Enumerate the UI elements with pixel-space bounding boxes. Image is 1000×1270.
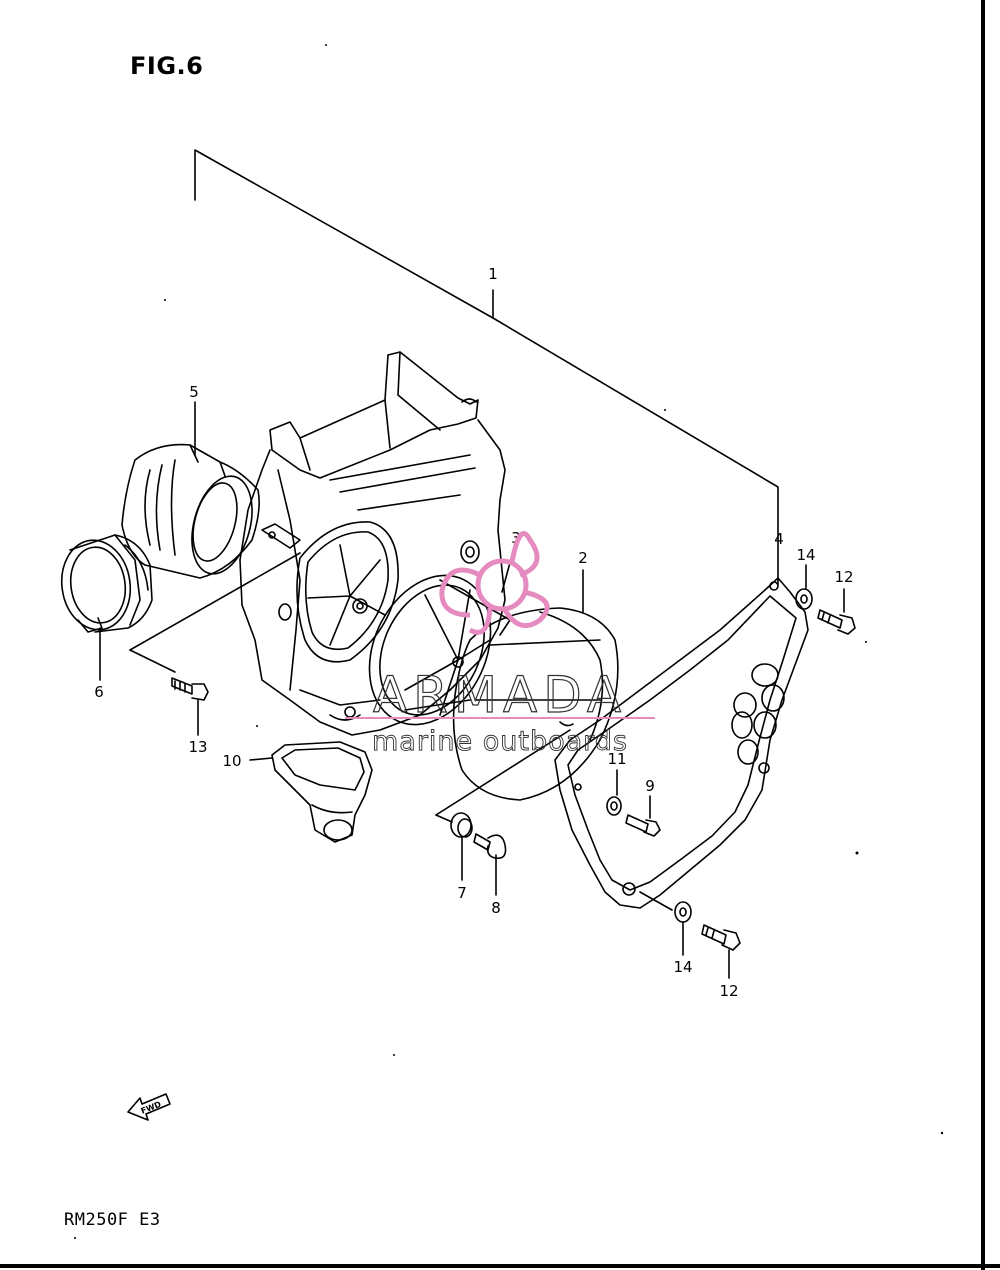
- page-border-right: [981, 0, 985, 1270]
- page-border-bottom: [0, 1264, 1000, 1268]
- intake-boot-5: [121, 443, 260, 579]
- callout-14-upper: 14: [796, 546, 815, 564]
- assembly-bracket-1: [194, 149, 779, 586]
- callout-4: 4: [774, 530, 784, 548]
- bolt-13: [171, 677, 209, 701]
- watermark-tagline: marine outboards: [372, 726, 628, 757]
- side-cover-4: [554, 577, 809, 909]
- drain-cap-10: [271, 741, 373, 843]
- watermark-brand: ARMADA: [373, 666, 627, 724]
- callout-10: 10: [222, 752, 241, 770]
- callout-7: 7: [457, 884, 467, 902]
- callout-1: 1: [488, 265, 498, 283]
- callout-5: 5: [189, 383, 199, 401]
- hose-clamp-6: [60, 534, 153, 633]
- leader-lines: [99, 401, 845, 979]
- scan-specks: [74, 44, 944, 1239]
- callout-3: 3: [511, 529, 521, 547]
- callout-13: 13: [188, 738, 207, 756]
- callout-12-upper: 12: [834, 568, 853, 586]
- callout-9: 9: [645, 777, 655, 795]
- nut-7: [450, 812, 473, 838]
- washer-14-upper: [795, 588, 813, 610]
- bolt-12-lower: [701, 924, 741, 951]
- callout-11: 11: [607, 750, 626, 768]
- octopus-logo-icon: [439, 531, 550, 635]
- washer-14-lower: [674, 901, 692, 923]
- callout-6: 6: [94, 683, 104, 701]
- fwd-arrow-icon: [127, 1093, 171, 1121]
- armada-watermark: ARMADA marine outboards: [345, 531, 655, 757]
- callout-8: 8: [491, 899, 501, 917]
- filter-cage-3: [368, 574, 511, 726]
- callout-2: 2: [578, 549, 588, 567]
- callout-12-lower: 12: [719, 982, 738, 1000]
- bolt-12-upper: [817, 609, 856, 635]
- figure-title: FIG.6: [130, 52, 204, 80]
- callout-14-lower: 14: [673, 958, 692, 976]
- callout-numbers: 1 2 3 4 5 6 7 8 9 10 11 12 12 13 14 14: [94, 265, 853, 1000]
- fwd-label: FWD: [140, 1099, 163, 1115]
- bolt-9: [625, 814, 661, 837]
- washer-11: [606, 796, 622, 816]
- model-code: RM250F E3: [64, 1210, 161, 1230]
- wing-bolt-8: [473, 833, 507, 860]
